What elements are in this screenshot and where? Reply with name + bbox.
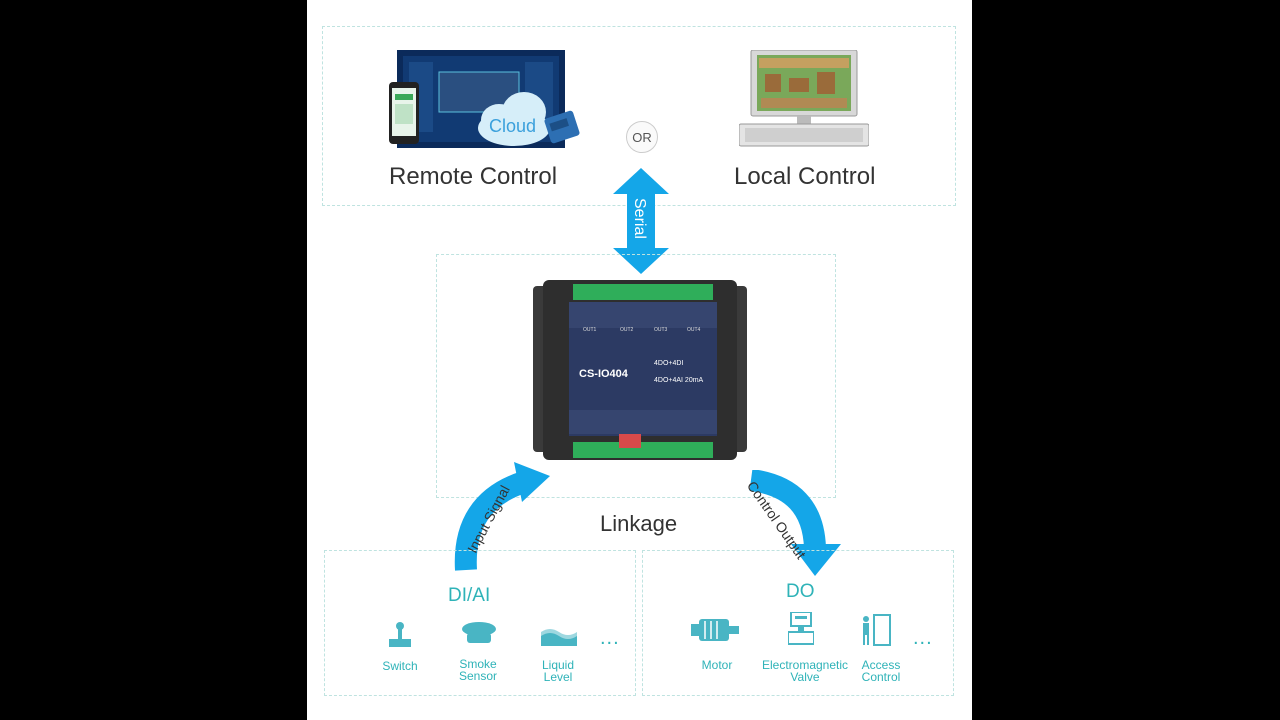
smoke-sensor-icon	[462, 622, 496, 643]
cloud-label: Cloud	[489, 116, 537, 136]
module-out1: OUT1	[583, 327, 597, 333]
module-out2: OUT2	[620, 327, 634, 333]
output-item-access-control: Access Control	[861, 658, 901, 684]
input-item-liquid-level: Liquid Level	[541, 658, 575, 684]
module-option-2: 4DO+4AI 20mA	[654, 377, 704, 384]
output-panel	[642, 550, 954, 696]
linkage-label: Linkage	[600, 511, 678, 536]
serial-arrow	[613, 168, 669, 274]
liquid-level-icon	[541, 629, 577, 646]
local-control-label: Local Control	[734, 163, 876, 190]
output-item-valve: Electromagnetic Valve	[761, 658, 849, 684]
input-panel-more: ...	[600, 627, 620, 649]
computer-icon	[738, 49, 870, 150]
input-signal-arrow	[454, 462, 550, 571]
module-out4: OUT4	[687, 327, 701, 333]
remote-control-image	[389, 50, 589, 160]
access-control-icon	[863, 614, 891, 646]
remote-control-label: Remote Control	[389, 163, 558, 190]
motor-icon	[691, 619, 739, 641]
or-label: OR	[632, 130, 652, 145]
input-item-switch: Switch	[382, 659, 418, 673]
device-box	[436, 254, 836, 498]
input-item-smoke-sensor: Smoke Sensor	[458, 657, 498, 683]
output-item-motor: Motor	[701, 658, 733, 672]
input-panel-title: DI/AI	[448, 585, 491, 606]
module-model: CS-IO404	[579, 368, 628, 380]
diagram-canvas: Cloud Remote Control OR Local Control Se…	[307, 0, 972, 720]
io-module	[533, 280, 747, 460]
valve-icon	[788, 612, 814, 645]
module-out3: OUT3	[654, 327, 668, 333]
or-badge: OR	[626, 121, 658, 153]
module-option-1: 4DO+4DI	[654, 360, 684, 367]
switch-icon	[389, 622, 411, 647]
control-output-arrow	[749, 470, 841, 576]
output-panel-more: ...	[913, 627, 933, 649]
serial-label: Serial	[631, 198, 648, 239]
input-panel	[324, 550, 636, 696]
output-panel-title: DO	[786, 581, 815, 602]
